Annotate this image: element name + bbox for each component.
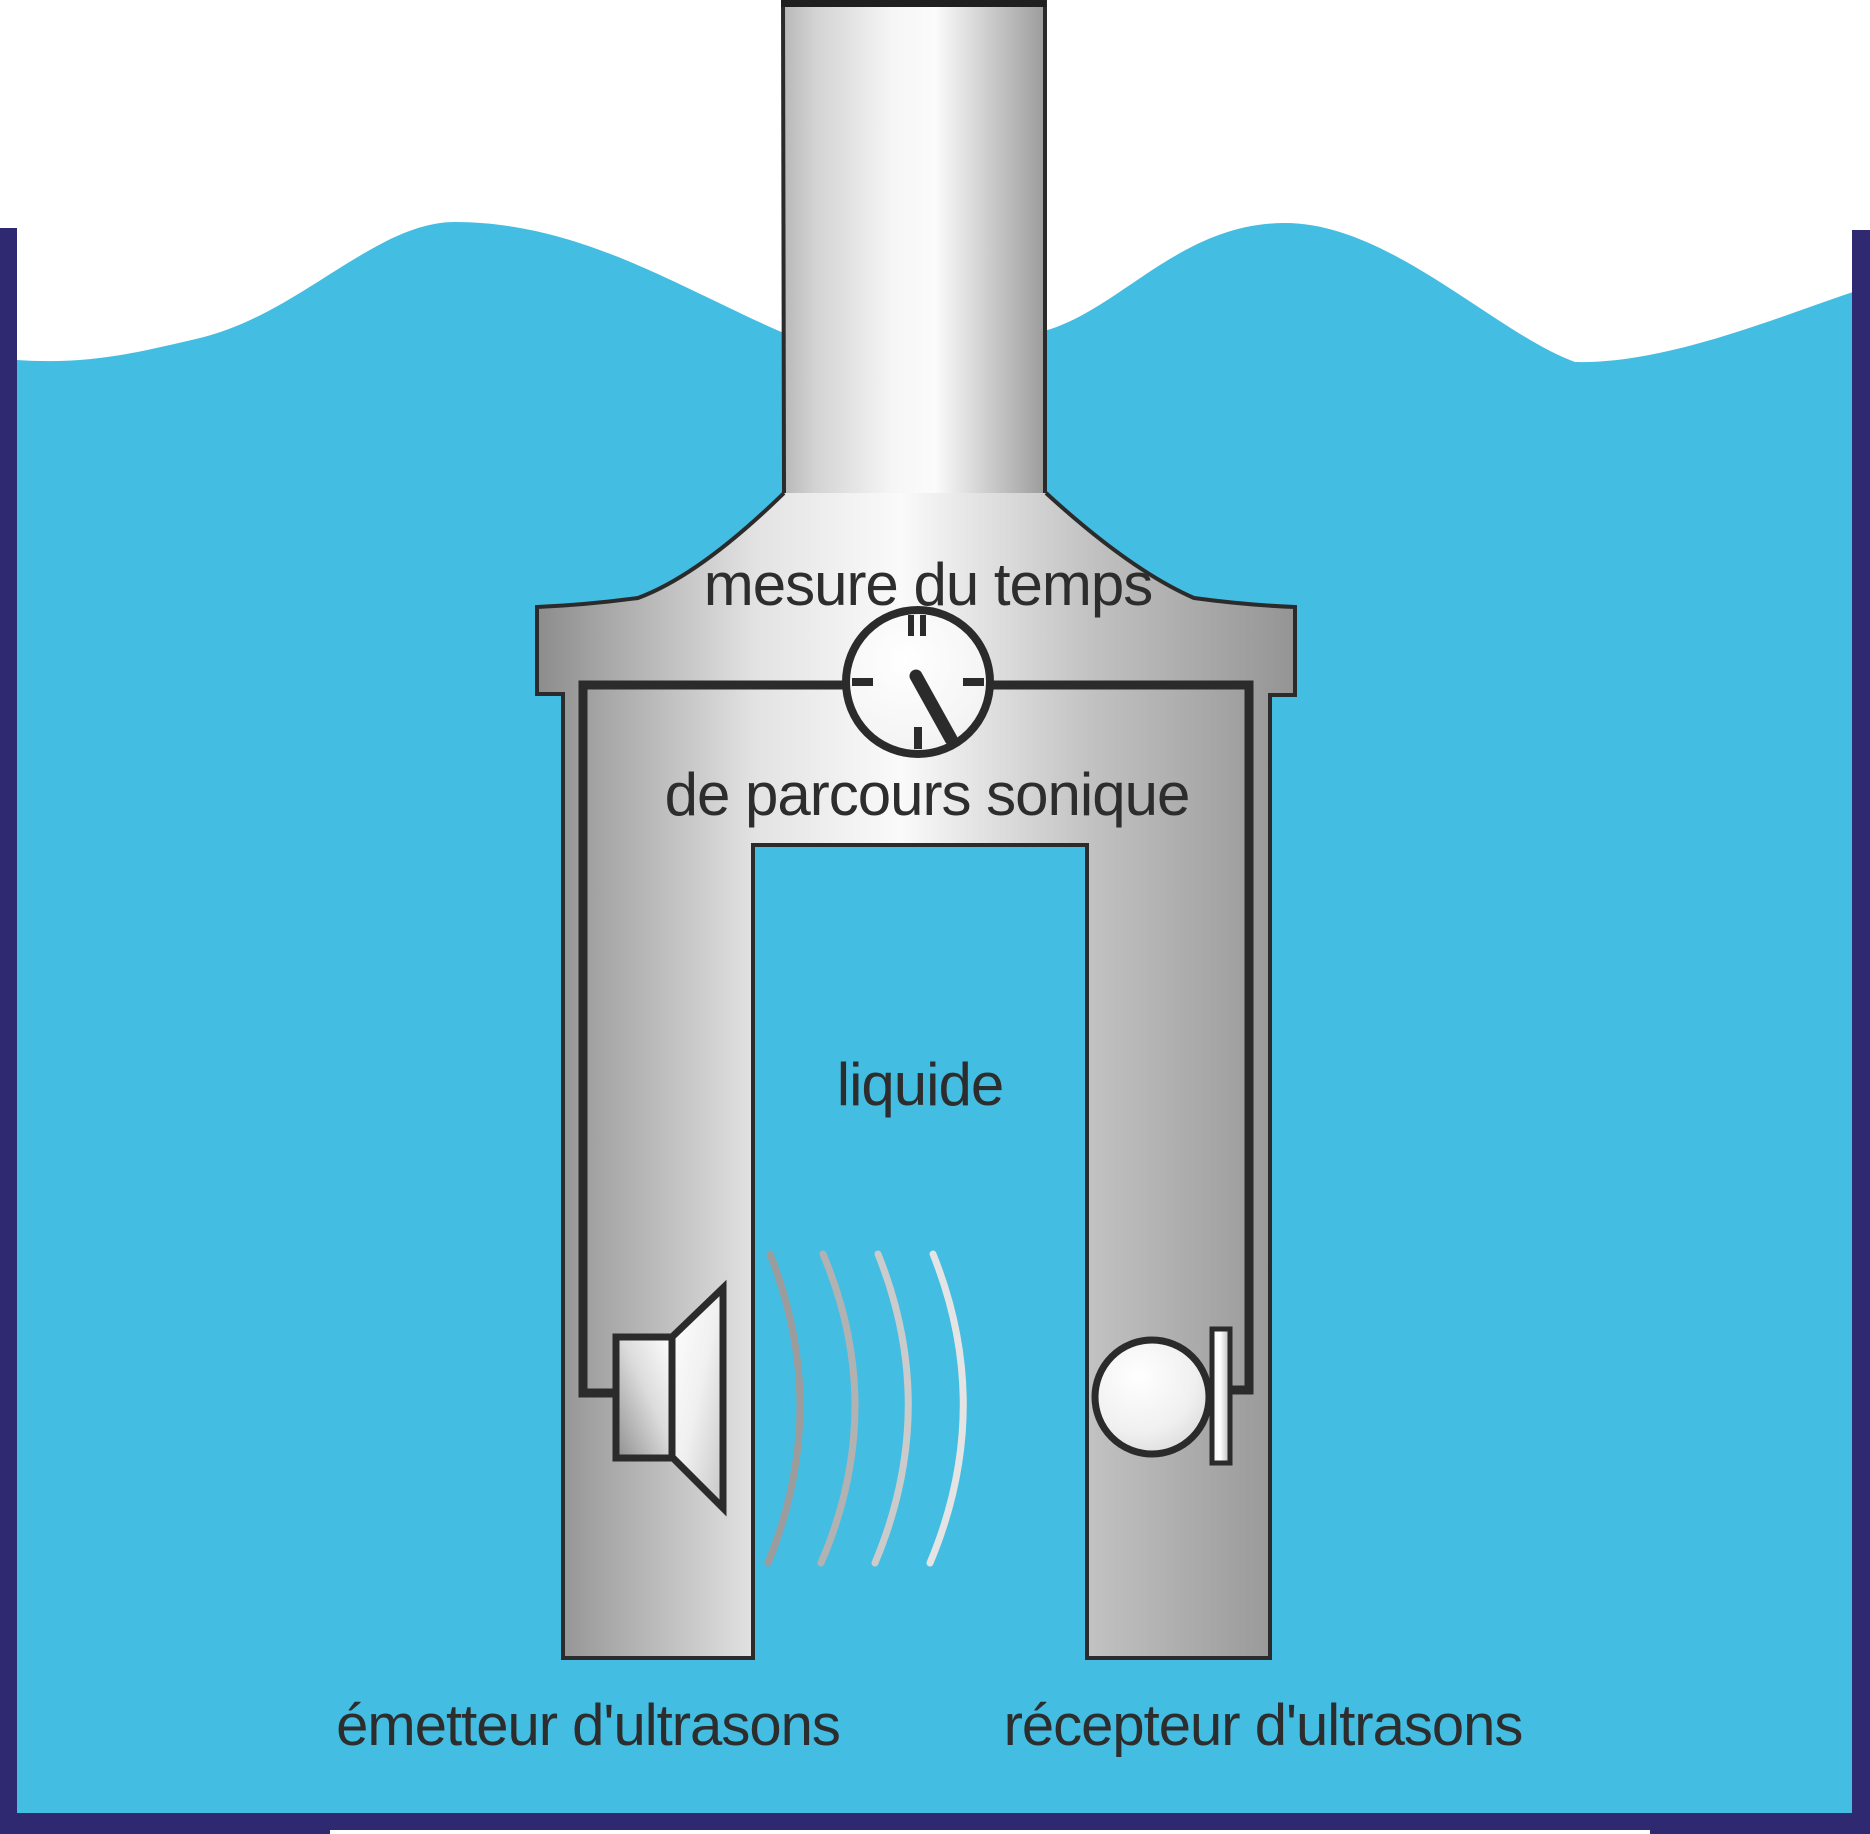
- sound-waves-icon: [764, 1250, 967, 1567]
- probe-pipe: [781, 0, 1047, 496]
- clock-hand: [909, 669, 958, 746]
- tank-wall-right: [1852, 230, 1870, 1834]
- tank-bottom-gap: [330, 1830, 1650, 1834]
- time-measure-label-line1: mesure du temps: [704, 551, 1153, 618]
- tank-wall-left: [0, 228, 17, 1834]
- receiver-label: récepteur d'ultrasons: [1004, 1693, 1523, 1758]
- liquid-label: liquide: [837, 1051, 1003, 1118]
- tank-wall-bottom: [0, 1813, 1870, 1834]
- sphere-receiver-icon: [1091, 1326, 1233, 1466]
- speaker-icon: [612, 1279, 727, 1517]
- time-measure-label-line2: de parcours sonique: [665, 761, 1190, 828]
- emitter-label: émetteur d'ultrasons: [336, 1693, 840, 1758]
- clock-icon: [842, 606, 994, 758]
- liquid-surface: [17, 222, 1853, 1834]
